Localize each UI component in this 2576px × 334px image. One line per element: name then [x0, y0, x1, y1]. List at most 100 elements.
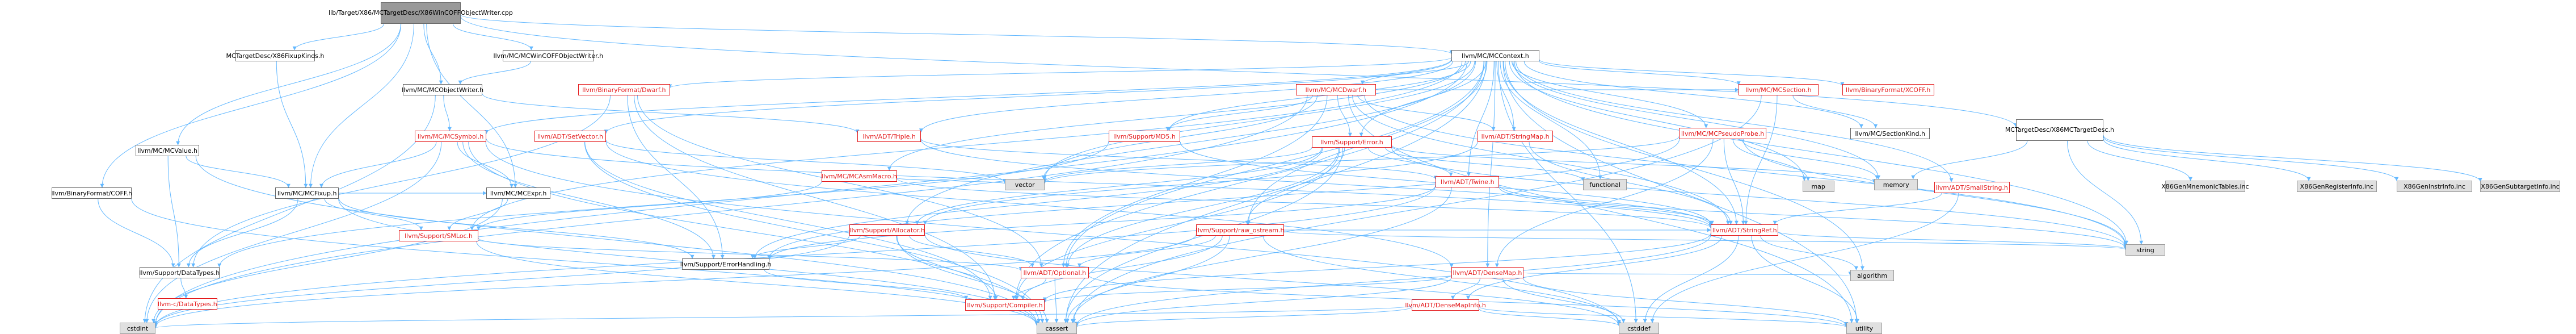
graph-node-xcoff[interactable]: llvm/BinaryFormat/XCOFF.h	[1842, 84, 1934, 95]
graph-node-subtgt[interactable]: X86GenSubtargetInfo.inc	[2480, 181, 2560, 192]
graph-node-reginfo[interactable]: X86GenRegisterInfo.inc	[2297, 181, 2377, 192]
graph-node-map[interactable]: map	[1802, 181, 1834, 192]
graph-node-algorithm[interactable]: algorithm	[1850, 270, 1895, 281]
edge-densemap-to-dminfo	[1451, 278, 1480, 300]
edge-mctx-to-superr	[1359, 61, 1487, 137]
graph-node-mctx[interactable]: llvm/MC/MCContext.h	[1451, 50, 1539, 61]
edge-pprobe-to-vector	[1042, 136, 1680, 184]
edge-mcsym-to-strref	[486, 139, 1713, 228]
graph-node-label: lib/Target/X86/MCTargetDesc/X86WinCOFFOb…	[329, 9, 513, 16]
graph-node-vector[interactable]: vector	[1005, 179, 1045, 190]
graph-node-mcsym[interactable]: llvm/MC/MCSymbol.h	[414, 131, 487, 142]
edge-dminfo-to-cstddef	[1479, 308, 1621, 327]
graph-node-instrinfo[interactable]: X86GenInstrInfo.inc	[2396, 181, 2473, 192]
edge-asmmacro-to-strref	[896, 178, 1713, 229]
edge-mctx-to-optional	[1064, 61, 1484, 268]
edge-mcsym-to-cstdint	[145, 141, 442, 323]
graph-node-label: llvm/ADT/DenseMap.h	[1453, 269, 1522, 277]
graph-node-wcow[interactable]: llvm/MC/MCWinCOFFObjectWriter.h	[494, 50, 603, 61]
graph-node-memory[interactable]: memory	[1874, 179, 1918, 190]
graph-node-pprobe[interactable]: llvm/MC/MCPseudoProbe.h	[1678, 128, 1767, 139]
edge-densemap-to-cassert	[1075, 277, 1452, 327]
edge-mctx-to-smlstr	[1516, 61, 1954, 182]
edge-triple-to-strref	[920, 140, 1713, 227]
graph-node-string[interactable]: string	[2125, 244, 2166, 256]
graph-node-alloc[interactable]: llvm/Support/Allocator.h	[849, 224, 925, 236]
edge-mcobjw-to-cstdint	[142, 95, 436, 323]
graph-node-asmmacro[interactable]: llvm/MC/MCAsmMacro.h	[821, 170, 898, 182]
edge-mcobjw-to-triple	[482, 94, 860, 133]
graph-node-mcfixup[interactable]: llvm/MC/MCFixup.h	[275, 187, 339, 199]
graph-node-label: llvm/ADT/StringRef.h	[1712, 226, 1777, 234]
graph-node-mcexpr[interactable]: llvm/MC/MCExpr.h	[486, 187, 550, 199]
edge-setvec-to-vector	[605, 140, 1007, 183]
graph-node-mcval[interactable]: llvm/MC/MCValue.h	[135, 145, 200, 156]
edge-dwarf-to-errh	[627, 95, 725, 259]
edge-mctx-to-compiler	[1014, 61, 1485, 300]
graph-node-optional[interactable]: llvm/ADT/Optional.h	[1021, 267, 1089, 278]
graph-node-label: llvm/Support/ErrorHandling.h	[680, 260, 772, 268]
edge-root-to-mctx	[460, 14, 1454, 55]
graph-node-label: llvm/MC/MCExpr.h	[490, 189, 547, 197]
edge-setvec-to-densemap	[605, 141, 1454, 268]
graph-node-x86desc[interactable]: MCTargetDesc/X86MCTargetDesc.h	[2005, 119, 2114, 141]
graph-node-setvec[interactable]: llvm/ADT/SetVector.h	[534, 131, 607, 142]
edge-errh-to-compiler	[764, 269, 969, 300]
graph-node-twine[interactable]: llvm/ADT/Twine.h	[1436, 176, 1500, 187]
graph-node-mnem[interactable]: X86GenMnemonicTables.inc	[2161, 181, 2249, 192]
graph-node-sectkind[interactable]: llvm/MC/SectionKind.h	[1850, 128, 1930, 139]
graph-node-dwarf[interactable]: llvm/BinaryFormat/Dwarf.h	[578, 84, 670, 95]
graph-node-label: llvm/MC/MCFixup.h	[277, 189, 337, 197]
graph-node-cstdint[interactable]: cstdint	[119, 323, 156, 334]
graph-node-compiler[interactable]: llvm/Support/Compiler.h	[965, 299, 1045, 311]
graph-node-root[interactable]: lib/Target/X86/MCTargetDesc/X86WinCOFFOb…	[329, 2, 513, 24]
graph-node-label: vector	[1015, 181, 1035, 189]
graph-node-cstddef[interactable]: cstddef	[1619, 323, 1659, 334]
graph-node-label: utility	[1855, 324, 1874, 332]
graph-node-smloc[interactable]: llvm/Support/SMLoc.h	[398, 230, 479, 241]
graph-node-triple[interactable]: llvm/ADT/Triple.h	[857, 131, 921, 142]
graph-node-functional[interactable]: functional	[1583, 179, 1627, 190]
edge-strref-to-cassert	[1075, 235, 1711, 326]
graph-node-dtypes[interactable]: llvm/Support/DataTypes.h	[139, 267, 220, 278]
edge-mcsym-to-mcexpr	[457, 141, 514, 188]
edge-x86desc-to-memory	[1911, 140, 2028, 179]
graph-node-label: llvm/ADT/DenseMapInfo.h	[1405, 301, 1486, 309]
edge-pprobe-to-map	[1732, 139, 1811, 181]
graph-node-rawos[interactable]: llvm/Support/raw_ostream.h	[1196, 224, 1285, 236]
edge-mctx-to-mcsym	[485, 59, 1452, 134]
graph-node-mcsect[interactable]: llvm/MC/MCSection.h	[1739, 84, 1819, 95]
graph-node-strmap[interactable]: llvm/ADT/StringMap.h	[1477, 131, 1554, 142]
edge-twine-to-string	[1499, 185, 2128, 249]
graph-node-label: llvm-c/DataTypes.h	[157, 300, 217, 308]
edge-x86desc-to-string	[2067, 140, 2144, 245]
graph-node-utility[interactable]: utility	[1846, 323, 1883, 334]
graph-node-densemap[interactable]: llvm/ADT/DenseMap.h	[1451, 267, 1523, 278]
graph-node-cdtypes[interactable]: llvm-c/DataTypes.h	[157, 298, 217, 310]
graph-node-label: llvm/MC/MCContext.h	[1462, 52, 1529, 60]
graph-node-dminfo[interactable]: llvm/ADT/DenseMapInfo.h	[1405, 299, 1486, 311]
edge-x86desc-to-instrinfo	[2103, 136, 2399, 181]
edge-layer	[98, 14, 2482, 329]
edge-mctx-to-algorithm	[1505, 61, 1864, 270]
edge-mctx-to-cstdint	[153, 61, 1468, 325]
edge-optional-to-cassert	[1054, 278, 1059, 323]
graph-node-mcdwarf[interactable]: llvm/MC/MCDwarf.h	[1296, 84, 1376, 95]
edge-superr-to-memory	[1391, 145, 1876, 183]
graph-node-superr[interactable]: llvm/Support/Error.h	[1312, 136, 1392, 148]
edge-mctx-to-mcsect	[1539, 60, 1741, 86]
edge-mcfixup-to-smloc	[324, 198, 423, 231]
graph-node-cassert[interactable]: cassert	[1037, 323, 1077, 334]
graph-node-label: X86GenMnemonicTables.inc	[2161, 182, 2249, 190]
edge-mcdwarf-to-cstdint	[153, 95, 1308, 325]
graph-node-strref[interactable]: llvm/ADT/StringRef.h	[1710, 224, 1779, 236]
graph-node-fixk[interactable]: MCTargetDesc/X86FixupKinds.h	[226, 50, 324, 61]
graph-node-bincoff[interactable]: llvm/BinaryFormat/COFF.h	[51, 187, 132, 199]
graph-node-errh[interactable]: llvm/Support/ErrorHandling.h	[680, 258, 772, 270]
graph-node-label: memory	[1883, 181, 1909, 189]
edge-mcsym-to-cstddef	[485, 141, 1621, 326]
graph-node-label: llvm/BinaryFormat/XCOFF.h	[1846, 86, 1931, 94]
graph-node-smlstr[interactable]: llvm/ADT/SmallString.h	[1934, 182, 2010, 193]
graph-node-mcobjw[interactable]: llvm/MC/MCObjectWriter.h	[402, 84, 483, 95]
graph-node-md5[interactable]: llvm/Support/MD5.h	[1108, 131, 1181, 142]
